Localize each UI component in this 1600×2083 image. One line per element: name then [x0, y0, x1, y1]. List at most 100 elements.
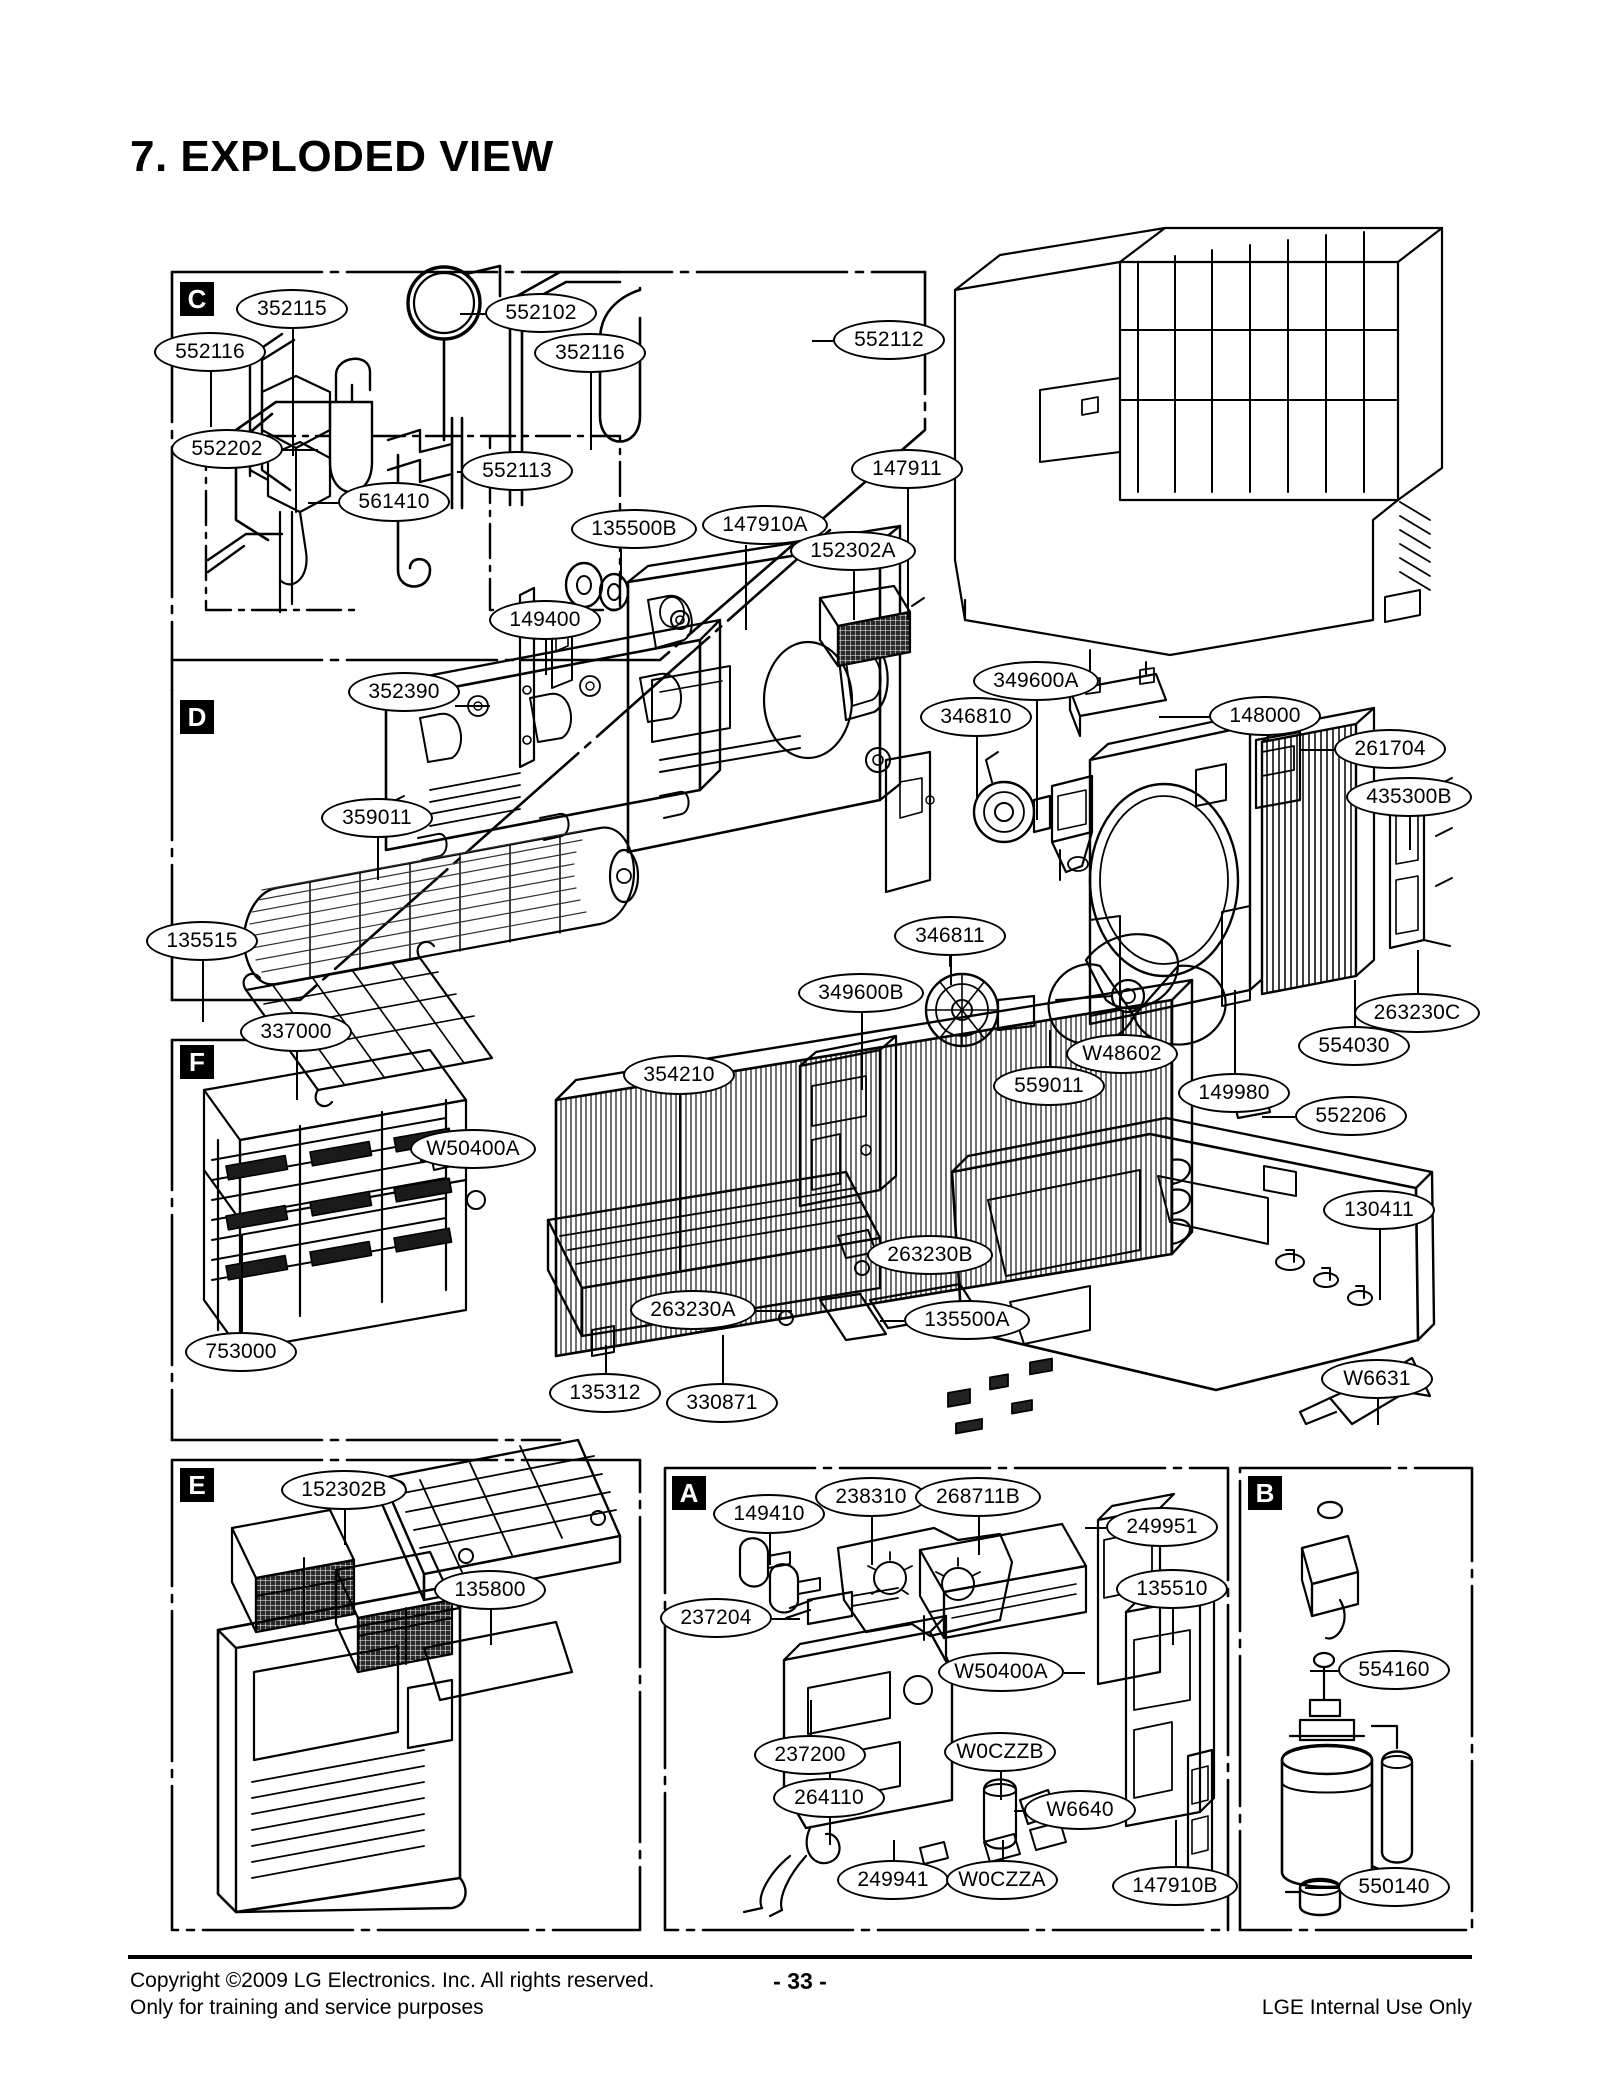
- part-callout-135500B: 135500B: [571, 509, 697, 549]
- callout-leader: [978, 1517, 980, 1555]
- part-callout-354210: 354210: [623, 1055, 735, 1095]
- part-callout-W0CZZB: W0CZZB: [944, 1732, 1056, 1772]
- part-callout-264110: 264110: [773, 1778, 885, 1818]
- callout-leader: [871, 1517, 873, 1565]
- callout-leader: [1417, 950, 1419, 993]
- callout-leader: [1354, 980, 1356, 1026]
- section-badge-b: B: [1248, 1476, 1282, 1510]
- section-badge-e: E: [180, 1468, 214, 1502]
- copyright-line-1: Copyright ©2009 LG Electronics. Inc. All…: [130, 1969, 655, 1992]
- callout-leader: [1175, 1820, 1177, 1866]
- part-callout-238310: 238310: [815, 1477, 927, 1517]
- callout-leader: [829, 1818, 831, 1845]
- callout-leader: [853, 571, 855, 620]
- footer-divider: [128, 1955, 1472, 1959]
- part-callout-W50400A: W50400A: [410, 1129, 536, 1169]
- callout-leader: [1300, 749, 1334, 751]
- part-callout-135510: 135510: [1116, 1569, 1228, 1609]
- callout-leader: [679, 1095, 681, 1270]
- callout-leader: [344, 1510, 346, 1545]
- part-callout-561410: 561410: [338, 482, 450, 522]
- callout-leader: [1049, 1030, 1051, 1066]
- callout-leader: [296, 1052, 298, 1100]
- callout-leader: [605, 1345, 607, 1373]
- part-callout-552112: 552112: [833, 320, 945, 360]
- part-callout-W50400A: W50400A: [938, 1652, 1064, 1692]
- part-callout-130411: 130411: [1323, 1190, 1435, 1230]
- callout-leader: [590, 373, 592, 450]
- part-callout-135500A: 135500A: [904, 1300, 1030, 1340]
- part-callout-249941: 249941: [837, 1860, 949, 1900]
- part-callout-352390: 352390: [348, 672, 460, 712]
- callout-leader: [1409, 817, 1411, 850]
- callout-leader: [202, 961, 204, 1022]
- part-callout-263230A: 263230A: [630, 1290, 756, 1330]
- part-callout-330871: 330871: [666, 1383, 778, 1423]
- part-callout-346810: 346810: [920, 697, 1032, 737]
- callout-leader: [455, 705, 490, 707]
- callout-leader: [1002, 1840, 1004, 1860]
- callout-leader: [545, 640, 547, 675]
- part-callout-W6631: W6631: [1321, 1359, 1433, 1399]
- part-callout-W0CZZA: W0CZZA: [946, 1860, 1058, 1900]
- part-callout-550140: 550140: [1338, 1867, 1450, 1907]
- callout-leader: [1000, 1772, 1002, 1800]
- callout-leader: [1085, 1527, 1106, 1529]
- callout-leader: [861, 1013, 863, 1090]
- section-badge-f: F: [180, 1045, 214, 1079]
- callout-leader: [1159, 716, 1209, 718]
- part-callout-149400: 149400: [489, 600, 601, 640]
- section-badge-c: C: [180, 282, 214, 316]
- internal-use-notice: LGE Internal Use Only: [1261, 1996, 1472, 2019]
- callout-leader: [1064, 1672, 1085, 1674]
- callout-leader: [1172, 1609, 1174, 1645]
- part-callout-359011: 359011: [321, 798, 433, 838]
- callout-leader: [460, 313, 485, 315]
- callout-leader: [1305, 1887, 1338, 1889]
- part-callout-237200: 237200: [754, 1735, 866, 1775]
- callout-leader: [893, 1840, 895, 1860]
- callout-leader: [810, 1700, 812, 1735]
- callout-leader: [292, 329, 294, 456]
- part-callout-552202: 552202: [171, 429, 283, 469]
- part-callout-147911: 147911: [851, 449, 963, 489]
- part-callout-W48602: W48602: [1066, 1034, 1178, 1074]
- copyright-line-2: Only for training and service purposes: [130, 1995, 484, 2019]
- callout-leader: [950, 956, 952, 985]
- callout-leader: [745, 545, 747, 630]
- callout-leader: [1234, 990, 1236, 1073]
- section-badge-d: D: [180, 700, 214, 734]
- callout-leader: [756, 1310, 792, 1312]
- callout-leader: [1122, 1010, 1124, 1034]
- part-callout-149980: 149980: [1178, 1073, 1290, 1113]
- part-callout-149410: 149410: [713, 1494, 825, 1534]
- part-callout-135515: 135515: [146, 921, 258, 961]
- callout-leader: [241, 1235, 243, 1332]
- part-callout-559011: 559011: [993, 1066, 1105, 1106]
- part-callout-148000: 148000: [1209, 696, 1321, 736]
- part-callout-135800: 135800: [434, 1570, 546, 1610]
- part-callout-552102: 552102: [485, 293, 597, 333]
- part-callout-552206: 552206: [1295, 1096, 1407, 1136]
- part-callout-349600A: 349600A: [973, 661, 1099, 701]
- part-callout-435300B: 435300B: [1346, 777, 1472, 817]
- callout-leader: [1262, 1116, 1295, 1118]
- part-callout-261704: 261704: [1334, 729, 1446, 769]
- callout-leader: [308, 502, 338, 504]
- callout-leader: [1310, 1670, 1338, 1672]
- part-callout-552113: 552113: [461, 451, 573, 491]
- part-callout-552116: 552116: [154, 332, 266, 372]
- callout-leader: [210, 372, 212, 427]
- part-callout-152302B: 152302B: [281, 1470, 407, 1510]
- callout-leader: [1036, 701, 1038, 820]
- copyright-block: Copyright ©2009 LG Electronics. Inc. All…: [130, 1968, 654, 2022]
- part-callout-352116: 352116: [534, 333, 646, 373]
- page-number: - 33 -: [773, 1968, 827, 1994]
- part-callout-W6640: W6640: [1024, 1790, 1136, 1830]
- part-callout-349600B: 349600B: [798, 973, 924, 1013]
- callout-leader: [283, 449, 318, 451]
- callout-leader: [722, 1335, 724, 1383]
- part-callout-268711B: 268711B: [915, 1477, 1041, 1517]
- callout-leader: [377, 838, 379, 880]
